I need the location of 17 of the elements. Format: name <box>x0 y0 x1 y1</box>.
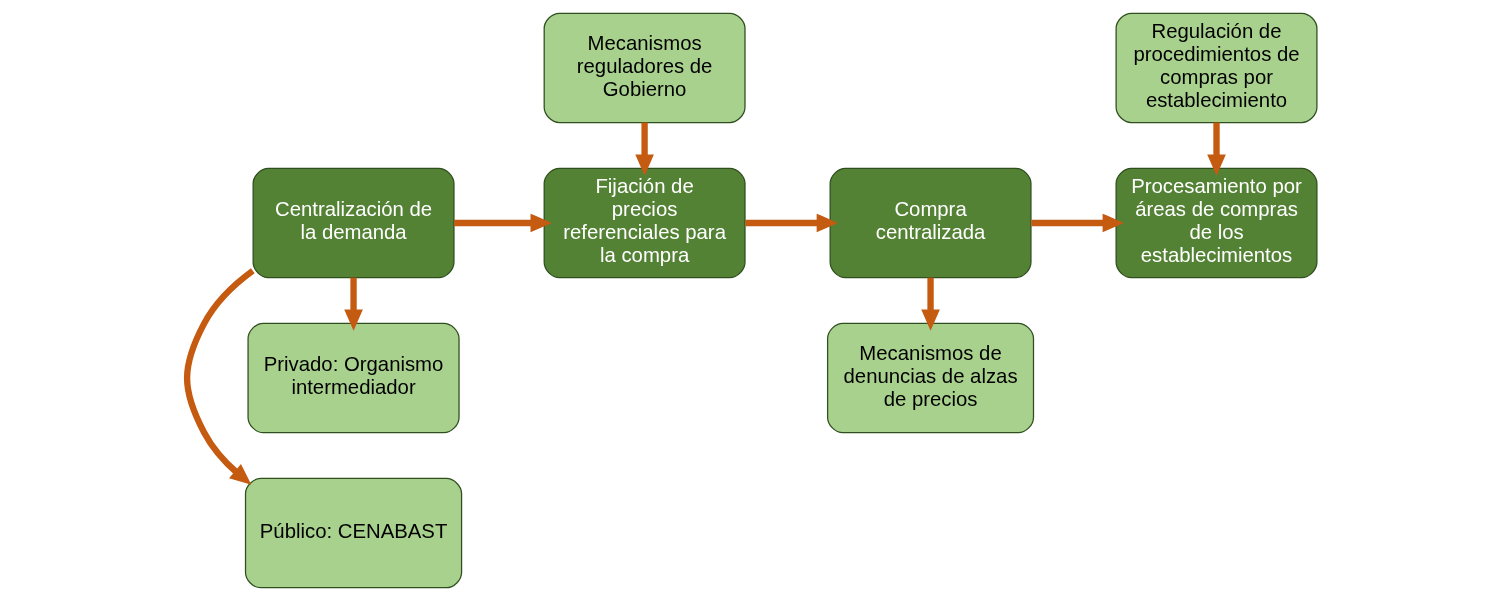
node-box: Regulación de procedimientos de compras por establecimiento <box>1114 12 1318 124</box>
arrow <box>1206 122 1226 176</box>
node-box: Fijación de precios referenciales para la compra <box>543 167 746 279</box>
arrow <box>453 213 552 233</box>
node-box: Mecanismos de denuncias de alzas de precios <box>826 322 1034 434</box>
arrow <box>343 277 363 331</box>
node-box: Compra centralizada <box>829 167 1032 279</box>
node-box: Mecanismos reguladores de Gobierno <box>543 12 746 124</box>
node-box: Público: CENABAST <box>244 477 462 589</box>
node-box: Privado: Organismo intermediador <box>246 322 460 434</box>
arrow <box>920 277 940 331</box>
arrow <box>744 213 838 233</box>
arrow <box>1030 213 1124 233</box>
arrow <box>183 268 255 485</box>
arrow <box>634 122 654 176</box>
node-box: Procesamiento por áreas de compras de los establecimientos <box>1114 167 1318 279</box>
node-box: Centralización de la demanda <box>252 167 455 279</box>
